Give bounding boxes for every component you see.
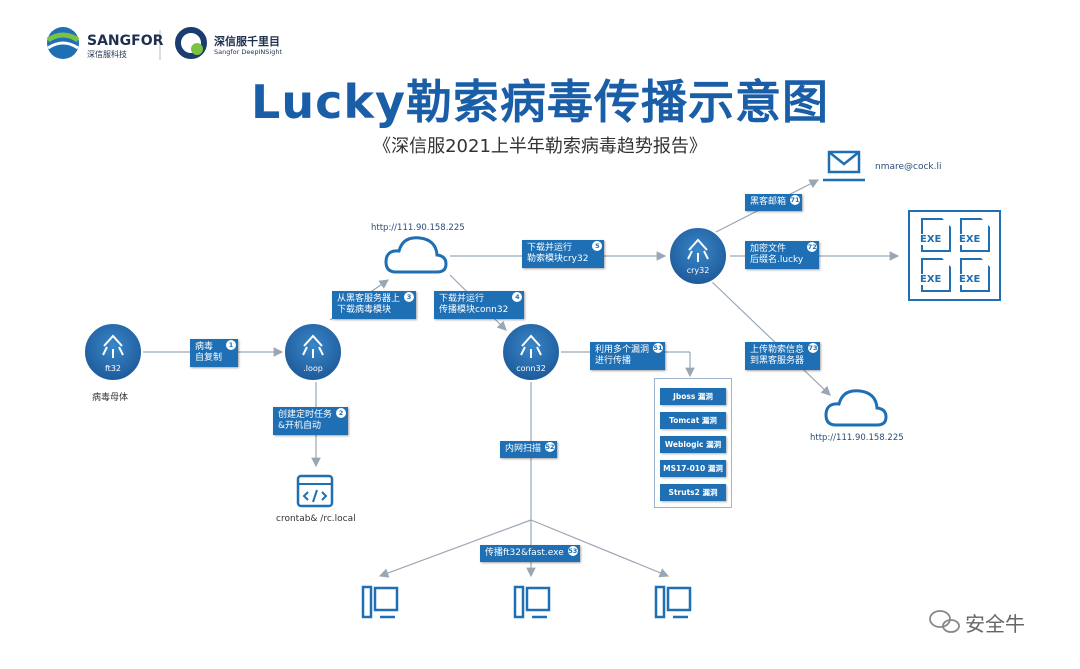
exe-file-icon: EXE [958,218,990,252]
node-ft32 [83,322,143,382]
node-ft32-label: ft32 [105,364,121,373]
vuln-item: Tomcat 漏洞 [660,412,726,429]
exe-file-icon: EXE [919,258,951,292]
node-conn32-label: conn32 [516,364,546,373]
node-cry32-label: cry32 [686,266,710,275]
deepinsight-logo-icon [175,27,207,59]
page-title: Lucky勒索病毒传播示意图 [251,75,829,129]
vuln-item: MS17-010 漏洞 [660,460,726,477]
cloud-icon [384,236,448,274]
sangfor-logo-icon [46,27,80,59]
page-subtitle: 《深信服2021上半年勒索病毒趋势报告》 [373,136,707,157]
vulnerability-list: Jboss 漏洞 Tomcat 漏洞 Weblogic 漏洞 MS17-010 … [654,378,732,508]
deepinsight-en: Sangfor DeepINSight [214,48,282,56]
vuln-item: Weblogic 漏洞 [660,436,726,453]
wechat-icon [929,610,960,633]
exe-file-icon: EXE [958,258,990,292]
cloud-bottom-label: http://111.90.158.225 [810,433,904,443]
watermark: 安全牛 [965,612,1025,636]
mail-icon [823,150,865,182]
vuln-item: Jboss 漏洞 [660,388,726,405]
node-loop [283,322,343,382]
cloud-top-label: http://111.90.158.225 [371,223,465,233]
computer-icon [654,585,692,619]
sangfor-subtitle: 深信服科技 [87,50,127,59]
email-label: nmare@cock.li [875,162,942,172]
ft32-caption: 病毒母体 [92,393,129,403]
computer-icon [513,585,551,619]
computer-icon [361,585,399,619]
cloud-icon [824,389,888,427]
node-cry32 [668,226,728,286]
node-loop-label: .loop [303,364,323,373]
sangfor-logo-text: SANGFOR [87,33,164,49]
deepinsight-cn: 深信服千里目 [214,35,280,48]
code-window-icon [296,474,334,508]
crontab-label: crontab& /rc.local [276,514,356,524]
node-conn32 [501,322,561,382]
exe-file-icon: EXE [919,218,951,252]
vuln-item: Struts2 漏洞 [660,484,726,501]
